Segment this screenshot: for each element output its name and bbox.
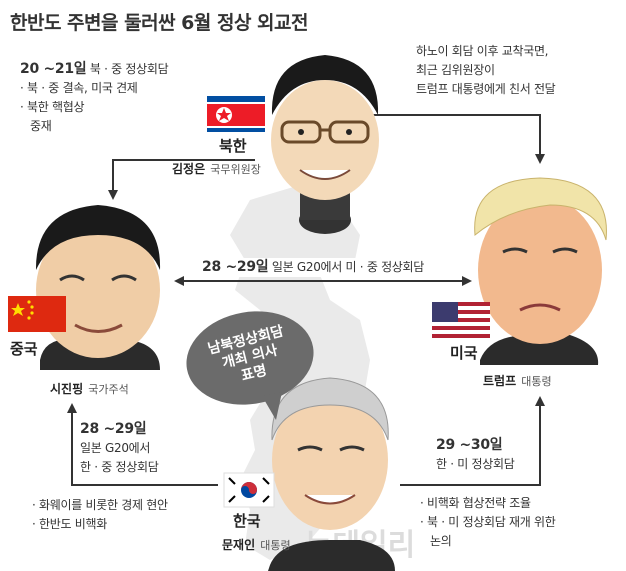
- event-korea-china-bullets: · 화웨이를 비롯한 경제 현안 · 한반도 비핵화: [32, 496, 168, 534]
- event-line: 최근 김위원장이: [416, 63, 495, 77]
- leader-title: 국가주석: [88, 383, 129, 396]
- event-line: 트럼프 대통령에게 친서 전달: [416, 82, 556, 96]
- north-korea-flag: [207, 96, 265, 132]
- speech-bubble: [186, 311, 314, 420]
- event-line: 하노이 회담 이후 교착국면,: [416, 44, 549, 58]
- leader-name: 트럼프: [483, 374, 517, 388]
- event-bullet: 논의: [430, 534, 452, 548]
- country-china: 중국: [10, 340, 38, 358]
- event-date: 28 ~29일: [80, 421, 147, 437]
- country-usa: 미국: [450, 344, 478, 362]
- event-label: 일본 G20에서 미 · 중 정상회담: [271, 260, 425, 274]
- china-flag: [8, 296, 66, 332]
- leader-title: 대통령: [521, 375, 552, 388]
- country-south-korea: 한국: [233, 512, 261, 530]
- leader-label-trump: 트럼프 대통령: [483, 370, 552, 389]
- event-nk-china: 20 ~21일 북 · 중 정상회담 · 북 · 중 결속, 미국 견제 · 북…: [20, 60, 169, 136]
- event-line: 한 · 중 정상회담: [80, 460, 159, 474]
- leader-label-xi: 시진핑 국가주석: [50, 378, 129, 397]
- trump-caricature: [474, 177, 607, 365]
- event-korea-china: 28 ~29일 일본 G20에서 한 · 중 정상회담: [80, 420, 159, 477]
- event-date: 20 ~21일: [20, 61, 87, 77]
- event-date: 29 ~30일: [436, 437, 503, 453]
- moon-caricature: [268, 377, 395, 571]
- event-bullet: · 화웨이를 비롯한 경제 현안: [32, 498, 168, 512]
- event-bullet: · 북한 핵협상: [20, 100, 85, 114]
- event-date: 28 ~29일: [202, 259, 269, 275]
- xi-caricature: [35, 205, 161, 370]
- event-china-usa: 28 ~29일 일본 G20에서 미 · 중 정상회담: [198, 258, 429, 277]
- arrow-korea-china: [67, 403, 218, 486]
- event-bullet: 중재: [30, 119, 52, 133]
- arrow-korea-usa: [400, 396, 545, 486]
- leader-name: 김정은: [172, 162, 206, 176]
- arrow-nk-usa: [362, 114, 545, 164]
- event-nk-usa: 하노이 회담 이후 교착국면, 최근 김위원장이 트럼프 대통령에게 친서 전달: [416, 42, 556, 99]
- event-bullet: · 한반도 비핵화: [32, 517, 107, 531]
- kim-caricature: [271, 55, 379, 234]
- event-korea-usa-bullets: · 비핵화 협상전략 조율 · 북 · 미 정상회담 재개 위한 논의: [420, 494, 556, 551]
- event-bullet: · 북 · 미 정상회담 재개 위한: [420, 515, 556, 529]
- south-korea-flag: [223, 472, 275, 508]
- country-north-korea: 북한: [219, 137, 247, 155]
- arrow-nk-china: [108, 159, 255, 200]
- event-line: 일본 G20에서: [80, 441, 151, 455]
- leader-label-moon: 문재인 대통령: [222, 534, 291, 553]
- page-title: 한반도 주변을 둘러싼 6월 정상 외교전: [10, 12, 309, 34]
- leader-label-kim: 김정은 국무위원장: [172, 158, 261, 177]
- leader-title: 대통령: [260, 539, 291, 552]
- event-label: 북 · 중 정상회담: [89, 62, 169, 76]
- usa-flag: [432, 302, 490, 338]
- leader-title: 국무위원장: [210, 163, 261, 176]
- leader-name: 문재인: [222, 538, 256, 552]
- event-bullet: · 비핵화 협상전략 조율: [420, 496, 531, 510]
- event-bullet: · 북 · 중 결속, 미국 견제: [20, 81, 138, 95]
- leader-name: 시진핑: [50, 382, 84, 396]
- event-label: 한 · 미 정상회담: [436, 457, 515, 471]
- event-korea-usa: 29 ~30일 한 · 미 정상회담: [436, 436, 515, 474]
